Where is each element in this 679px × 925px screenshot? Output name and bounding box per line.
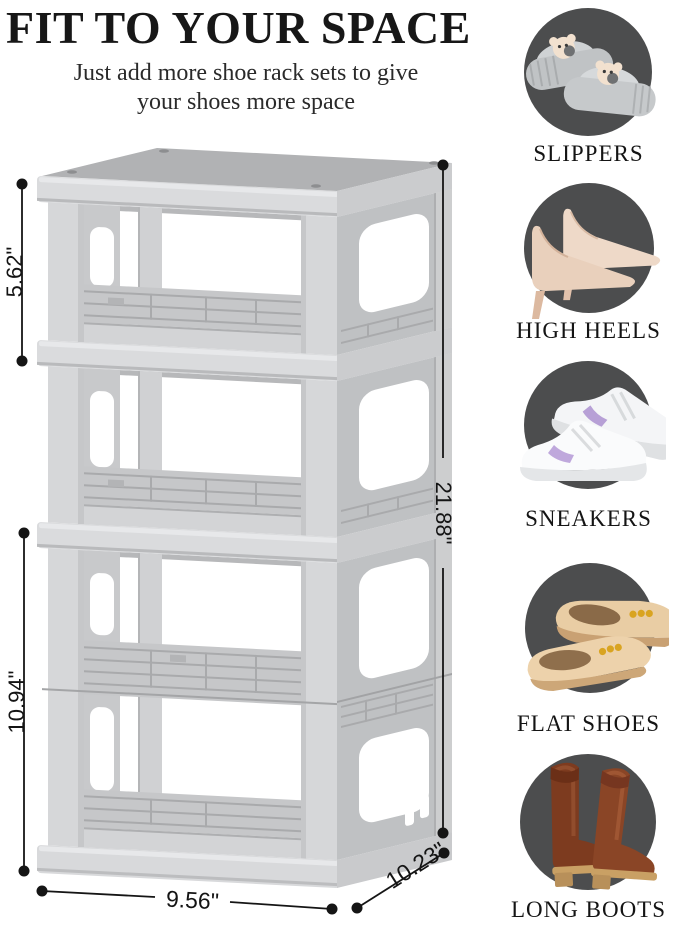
dimension-depth: [351, 847, 450, 914]
category-label-slippers: SLIPPERS: [533, 141, 644, 166]
category-photo-flat-shoes: [525, 563, 669, 693]
tier3-interior: [84, 550, 301, 859]
rack-shelf-boards: [37, 176, 340, 889]
subtitle-line-1: Just add more shoe rack sets to give: [73, 60, 419, 86]
dimension-label-total-height: 21.88": [431, 482, 456, 545]
category-label-long-boots: LONG BOOTS: [510, 897, 667, 922]
rack-top-surface: [42, 148, 452, 191]
dimension-label-width: 9.56": [165, 886, 219, 915]
category-photo-slippers: [524, 8, 656, 136]
page-title: FIT TO YOUR SPACE: [6, 2, 471, 53]
category-label-sneakers: SNEAKERS: [525, 506, 652, 531]
tier1-interior: [84, 204, 301, 354]
category-photo-high-heels: [524, 183, 661, 319]
high-heels-icon: [532, 208, 661, 319]
rack-right-side: [337, 162, 452, 888]
category-label-high-heels: HIGH HEELS: [516, 318, 661, 343]
dimension-label-boot-tier: 10.94": [4, 671, 29, 734]
long-boots-icon: [550, 762, 658, 890]
rack-front-posts: [42, 202, 340, 861]
subtitle-line-2: your shoes more space: [137, 89, 355, 115]
rack-front-plane: [37, 176, 340, 889]
shoe-category-column: SLIPPERS HIGH HEELS: [498, 0, 679, 925]
category-label-flat-shoes: FLAT SHOES: [516, 711, 661, 736]
tier1-side-panel: [337, 188, 452, 355]
category-photo-sneakers: [520, 361, 666, 489]
dimension-total-height: [437, 159, 449, 839]
slippers-icon: [526, 33, 656, 117]
tier2-side-panel: [337, 352, 452, 537]
tier3-side-panel: [337, 534, 452, 860]
dimension-top-tier-height: [16, 178, 28, 367]
sneakers-icon: [520, 387, 666, 481]
tier2-interior: [84, 368, 301, 536]
dimension-boot-tier-height: [18, 527, 30, 877]
category-photo-long-boots: [520, 754, 658, 890]
flat-shoes-icon: [527, 600, 669, 692]
dimension-label-top-tier: 5.62": [2, 247, 27, 298]
dimension-width: [36, 885, 338, 915]
